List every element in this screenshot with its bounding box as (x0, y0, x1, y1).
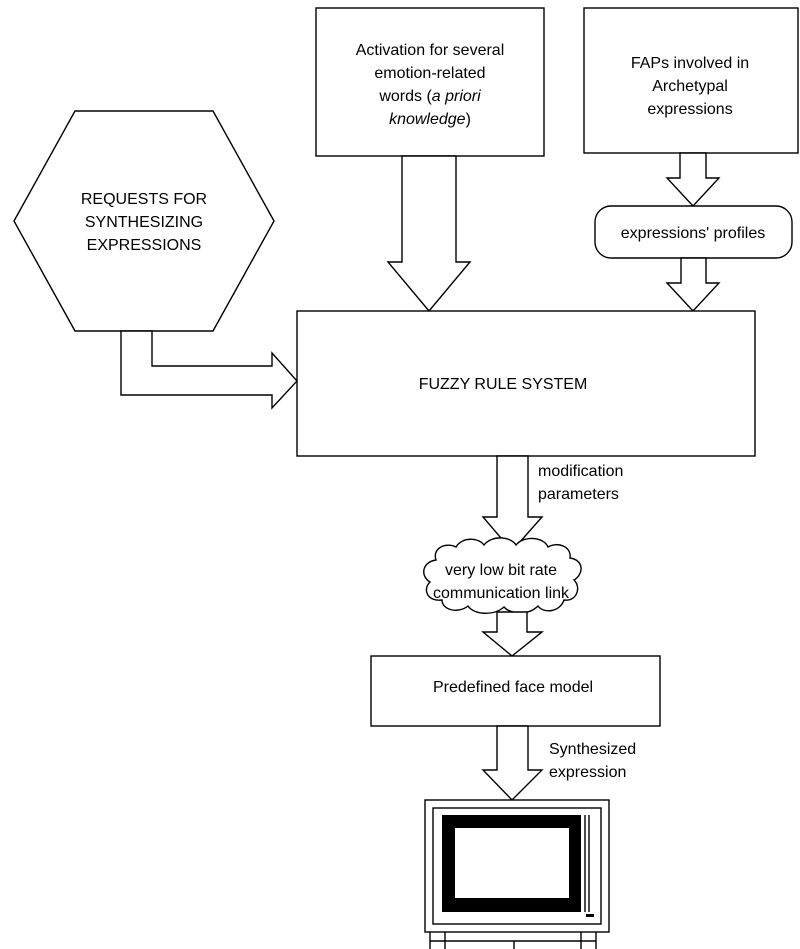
faps-line-2: Archetypal (652, 78, 728, 95)
faps-box: FAPs involved in Archetypal expressions (583, 7, 799, 154)
activation-line-2: emotion-related (374, 65, 485, 82)
profiles-box: expressions' profiles (594, 205, 793, 259)
arrow-cloud-to-face-model (481, 611, 544, 657)
modification-line-1: modification (538, 463, 623, 480)
requests-hexagon: REQUESTS FOR SYNTHESIZING EXPRESSIONS (13, 110, 275, 332)
fuzzy-rule-system-box: FUZZY RULE SYSTEM (296, 310, 756, 457)
modification-line-2: parameters (538, 486, 619, 503)
arrow-activation-to-fuzzy (386, 155, 472, 313)
requests-line-1: REQUESTS FOR (81, 191, 207, 208)
communication-cloud: very low bit rate communication link (423, 537, 582, 614)
synthesized-line-1: Synthesized (549, 741, 636, 758)
arrow-fuzzy-to-cloud (481, 455, 544, 553)
cloud-line-1: very low bit rate (445, 562, 557, 579)
arrow-faps-to-profiles (665, 152, 721, 208)
faps-line-3: expressions (647, 101, 732, 118)
arrow-profiles-to-fuzzy (665, 257, 721, 313)
fuzzy-label: FUZZY RULE SYSTEM (419, 376, 588, 393)
arrow-requests-to-fuzzy (120, 330, 298, 410)
profiles-label: expressions' profiles (621, 225, 765, 242)
activation-box: Activation for several emotion-related w… (315, 7, 545, 157)
activation-line-4: knowledge) (389, 111, 471, 128)
face-model-box: Predefined face model (370, 655, 661, 727)
activation-line-1: Activation for several (356, 42, 505, 59)
activation-line-3: words (a priori (378, 88, 481, 105)
requests-line-2: SYNTHESIZING (85, 214, 203, 231)
synthesized-line-2: expression (549, 764, 626, 781)
faps-line-1: FAPs involved in (631, 55, 749, 72)
arrow-face-model-to-monitor (481, 725, 544, 801)
face-model-label: Predefined face model (433, 679, 593, 696)
cloud-line-2: communication link (433, 585, 570, 602)
monitor-icon (424, 799, 610, 949)
requests-line-3: EXPRESSIONS (87, 237, 202, 254)
